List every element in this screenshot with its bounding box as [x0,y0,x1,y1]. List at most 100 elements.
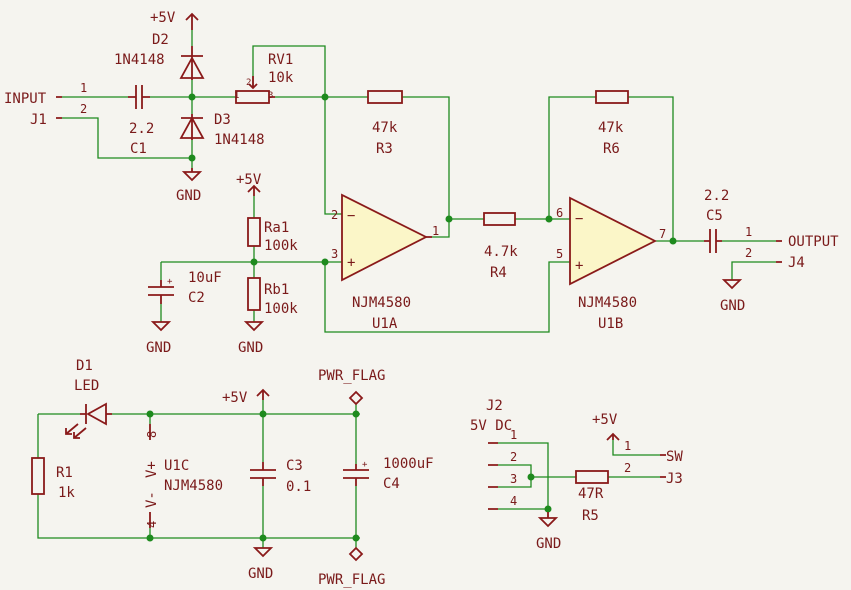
junction-dot [669,237,677,245]
resistor-r6[interactable]: 47k R6 [595,90,629,157]
j3-ref: J3 [666,471,683,487]
resistor-r3[interactable]: 47k R3 [367,90,403,157]
pin-number: 1 [432,224,439,238]
capacitor-c4[interactable]: + 1000uF C4 [343,456,434,492]
pin-number: 2 [745,246,752,260]
resistor-r4[interactable]: 4.7k R4 [483,212,518,281]
power-flag-top: PWR_FLAG [318,368,385,406]
junction-dot [321,93,329,101]
junction-dot [250,258,258,266]
ground-symbol: GND [176,168,203,204]
pwr-flag-label: PWR_FLAG [318,572,385,588]
junction-dot [188,154,196,162]
junction-dot [188,93,196,101]
connector-j4[interactable]: 1 2 OUTPUT J4 [745,225,839,271]
j1-ref: J1 [30,112,47,128]
r5-value: 47R [578,486,604,502]
d2-ref: D2 [152,32,169,48]
led-d1[interactable]: D1 LED [65,358,112,439]
minus-icon: − [575,211,583,227]
diode-d3[interactable]: D3 1N4148 [179,112,265,148]
c3-value: 0.1 [286,479,311,495]
ground-symbol: GND [248,547,273,582]
pin-number: 1 [80,81,87,95]
pin-number: 6 [556,206,563,220]
vcc-label: +5V [236,172,262,188]
opamp-u1a[interactable]: − + 2 3 1 NJM4580 U1A [331,193,439,332]
pin-number: 2 [510,450,517,464]
pwr-flag-label: PWR_FLAG [318,368,385,384]
connector-j2[interactable]: J2 5V DC 1 2 3 4 [470,398,517,510]
junction-dot [545,215,553,223]
power-symbol-vcc: +5V [150,10,199,30]
output-label: OUTPUT [788,234,839,250]
vcc-label: +5V [592,412,618,428]
pin-number: 3 [510,472,517,486]
gnd-label: GND [146,340,171,356]
opamp-u1b[interactable]: − + 6 5 7 NJM4580 U1B [556,196,666,332]
c1-ref: C1 [130,141,147,157]
connector-j3[interactable]: 1 2 SW J3 [624,439,683,487]
vcc-label: +5V [150,10,176,26]
pin-number: 4 [145,521,159,528]
resistor-r5[interactable]: 47R R5 [575,470,609,524]
r6-value: 47k [598,120,624,136]
junction-dot [259,534,267,542]
ground-symbol: GND [720,279,745,314]
u1a-value: NJM4580 [352,295,411,311]
resistor-rb1[interactable]: Rb1 100k [247,277,298,317]
c4-value: 1000uF [383,456,434,472]
pin-number: 7 [659,227,666,241]
r4-value: 4.7k [484,244,518,260]
pin-number: 8 [145,431,159,438]
pin-number: 1 [624,439,631,453]
ground-symbol: GND [146,321,171,356]
pin-number: 2 [246,78,251,88]
junction-dot [321,258,329,266]
junction-dot [445,215,453,223]
u1c-value: NJM4580 [164,478,223,494]
opamp-u1c-power[interactable]: 8 4 V+ V- U1C NJM4580 [144,424,223,528]
u1b-ref: U1B [598,316,623,332]
capacitor-c2[interactable]: + 10uF C2 [148,270,222,306]
plus-icon: + [575,258,583,274]
pin-number: 5 [556,247,563,261]
gnd-label: GND [248,566,273,582]
rv1-value: 10k [268,70,294,86]
gnd-label: GND [238,340,263,356]
d3-value: 1N4148 [214,132,265,148]
c5-ref: C5 [706,208,723,224]
d1-ref: D1 [76,358,93,374]
sw-label: SW [666,449,683,465]
capacitor-c3[interactable]: C3 0.1 [250,458,311,495]
capacitor-c5[interactable]: 2.2 C5 [704,188,729,253]
pin-number: 1 [745,225,752,239]
resistor-r1[interactable]: R1 1k [31,457,75,501]
capacitor-c1[interactable]: 2.2 C1 [128,85,154,157]
diode-d2[interactable]: D2 1N4148 [114,32,205,80]
resistor-ra1[interactable]: Ra1 100k [247,217,298,254]
power-symbol-vcc: +5V [222,388,270,406]
d2-value: 1N4148 [114,52,165,68]
d3-ref: D3 [214,112,231,128]
connector-j1[interactable]: INPUT J1 1 2 [4,81,87,128]
ra1-ref: Ra1 [264,220,289,236]
rb1-ref: Rb1 [264,282,289,298]
r3-ref: R3 [376,141,393,157]
plus-icon: + [347,255,355,271]
input-label: INPUT [4,91,47,107]
gnd-label: GND [536,536,561,552]
ground-symbol: GND [238,321,265,356]
junction-dot [146,410,154,418]
vplus-label: V+ [144,461,160,478]
gnd-label: GND [176,188,201,204]
pin-number: 4 [510,494,517,508]
junctions [146,93,677,542]
j4-ref: J4 [788,255,805,271]
r3-value: 47k [372,120,398,136]
power-symbol-vcc: +5V [236,172,262,196]
potentiometer-rv1[interactable]: 1 2 3 RV1 10k [234,52,294,104]
gnd-label: GND [720,298,745,314]
